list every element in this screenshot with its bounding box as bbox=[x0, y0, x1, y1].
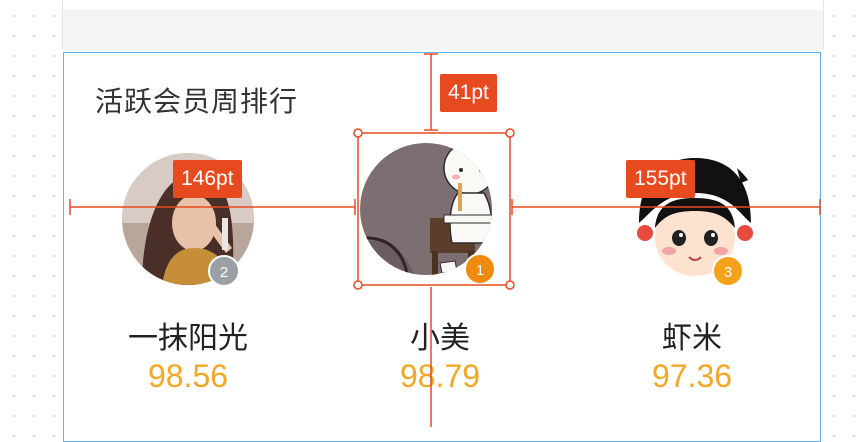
member-score: 98.79 bbox=[399, 358, 481, 394]
member-score: 97.36 bbox=[651, 358, 733, 394]
right-distance-label: 155pt bbox=[626, 160, 695, 198]
member-score: 98.56 bbox=[147, 358, 229, 394]
member-name: 小美 bbox=[410, 321, 470, 356]
rank-badge: 1 bbox=[464, 253, 496, 285]
rank-badge: 2 bbox=[208, 255, 240, 287]
member-name: 一抹阳光 bbox=[128, 321, 248, 356]
section-title: 活跃会员周排行 bbox=[95, 85, 299, 118]
top-distance-label: 41pt bbox=[440, 74, 497, 112]
previous-card-body bbox=[63, 0, 823, 10]
rank-badge: 3 bbox=[712, 255, 744, 287]
left-distance-label: 146pt bbox=[173, 160, 242, 198]
previous-card bbox=[62, 0, 824, 50]
member-name: 虾米 bbox=[662, 321, 722, 356]
